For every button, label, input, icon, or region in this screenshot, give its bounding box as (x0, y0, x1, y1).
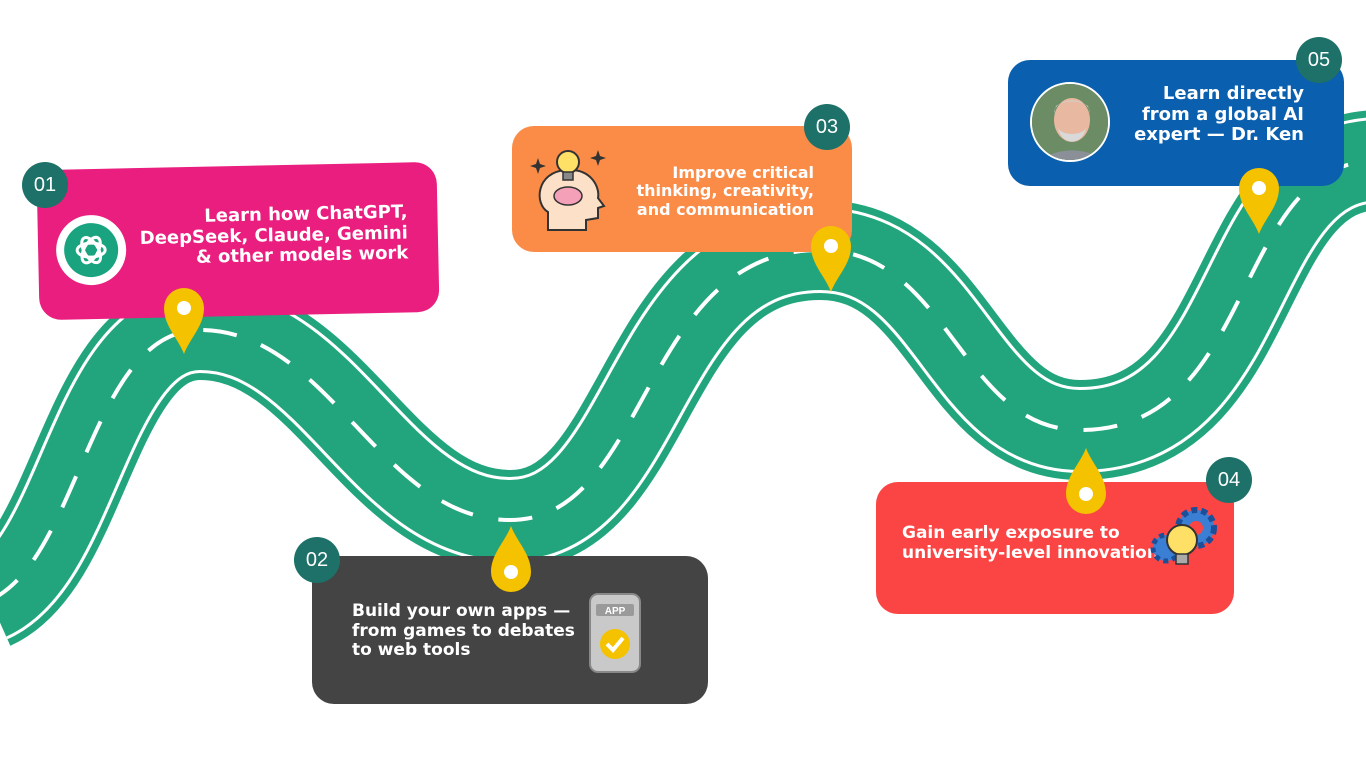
idea-head-icon (526, 142, 616, 234)
location-pin-icon (811, 226, 851, 292)
gear-bulb-icon (1148, 502, 1222, 574)
location-pin-icon (1066, 448, 1106, 514)
expert-photo (1030, 82, 1110, 162)
step-number-04: 04 (1206, 457, 1252, 503)
step-number-03: 03 (804, 104, 850, 150)
svg-text:APP: APP (605, 606, 626, 617)
location-pin-icon (1239, 168, 1279, 234)
step-card-03: Improve critical thinking, creativity, a… (512, 126, 852, 252)
location-pin-icon (491, 526, 531, 592)
step-text-04: Gain early exposure to university-level … (902, 523, 1159, 563)
step-card-05: Learn directly from a global AI expert —… (1008, 60, 1344, 186)
step-number-02: 02 (294, 537, 340, 583)
step-text-01: Learn how ChatGPT, DeepSeek, Claude, Gem… (139, 201, 409, 269)
step-number-05: 05 (1296, 37, 1342, 83)
app-phone-icon: APP (588, 592, 642, 674)
step-text-05: Learn directly from a global AI expert —… (1134, 83, 1304, 146)
location-pin-icon (164, 288, 204, 354)
step-text-03: Improve critical thinking, creativity, a… (636, 163, 814, 219)
step-number-01: 01 (22, 162, 68, 208)
step-card-04: Gain early exposure to university-level … (876, 482, 1234, 614)
chatgpt-logo-icon (55, 214, 127, 286)
step-text-02: Build your own apps — from games to deba… (352, 601, 575, 661)
step-card-01: Learn how ChatGPT, DeepSeek, Claude, Gem… (36, 161, 440, 321)
